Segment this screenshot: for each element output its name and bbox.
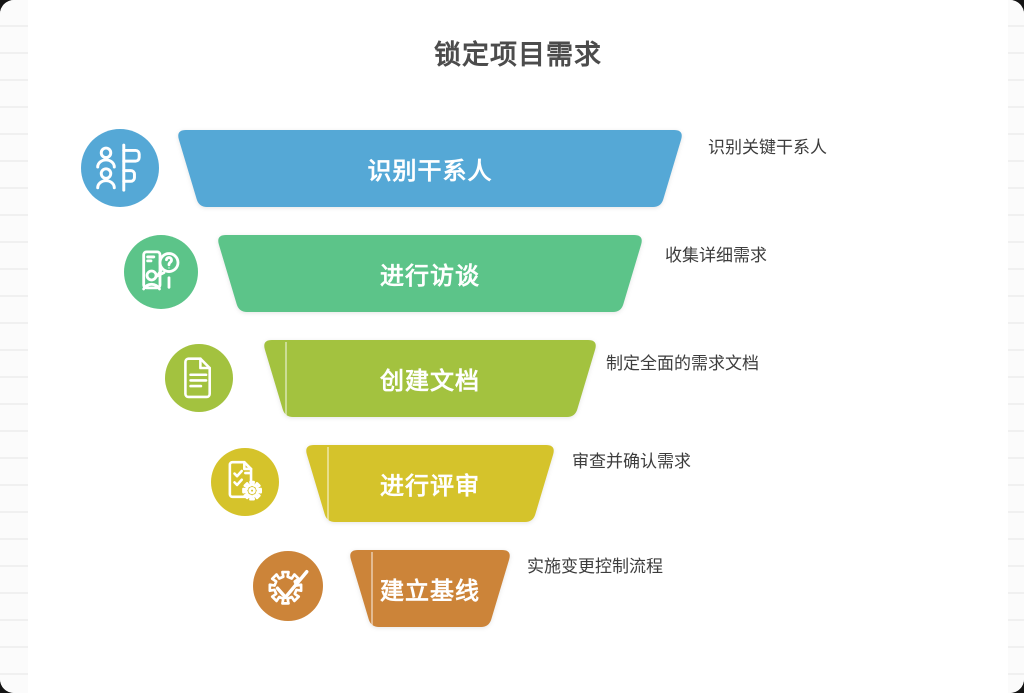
funnel-stage-shape bbox=[350, 550, 510, 627]
stage-icon-badge bbox=[124, 235, 198, 309]
funnel-stage-shape bbox=[218, 235, 642, 312]
stage-icon-badge bbox=[253, 551, 323, 621]
funnel-stage-1: 识别干系人 bbox=[176, 130, 684, 207]
stage-icon-badge bbox=[211, 448, 279, 516]
stage-label: 进行访谈 bbox=[380, 263, 480, 290]
funnel-stage-2: 进行访谈 bbox=[216, 235, 644, 312]
gear-check-icon bbox=[268, 570, 309, 606]
stage-annotation: 识别关键干系人 bbox=[708, 138, 827, 157]
page-title: 锁定项目需求 bbox=[434, 40, 602, 70]
funnel-stage-shape bbox=[306, 445, 554, 522]
stage-label: 识别干系人 bbox=[367, 158, 493, 185]
stage-label: 创建文档 bbox=[380, 368, 480, 395]
stage-annotation: 收集详细需求 bbox=[665, 246, 767, 265]
stage-label: 进行评审 bbox=[380, 473, 480, 500]
stage-icon-badge bbox=[165, 344, 233, 412]
interview-icon bbox=[142, 250, 180, 291]
funnel-stage-shape bbox=[178, 130, 682, 207]
stage-annotation: 制定全面的需求文档 bbox=[606, 354, 759, 373]
funnel-stage-5: 建立基线 bbox=[348, 550, 512, 627]
funnel-stage-3: 创建文档 bbox=[262, 340, 598, 417]
funnel-stage-shape bbox=[264, 340, 596, 417]
stage-annotation: 审查并确认需求 bbox=[572, 452, 691, 471]
stakeholders-icon bbox=[96, 143, 142, 192]
stage-annotation: 实施变更控制流程 bbox=[527, 557, 663, 576]
stage-icon-badge bbox=[81, 129, 159, 207]
stage-label: 建立基线 bbox=[380, 578, 480, 605]
funnel-stage-4: 进行评审 bbox=[304, 445, 556, 522]
review-checklist-icon bbox=[228, 461, 263, 501]
document-icon bbox=[184, 357, 212, 399]
